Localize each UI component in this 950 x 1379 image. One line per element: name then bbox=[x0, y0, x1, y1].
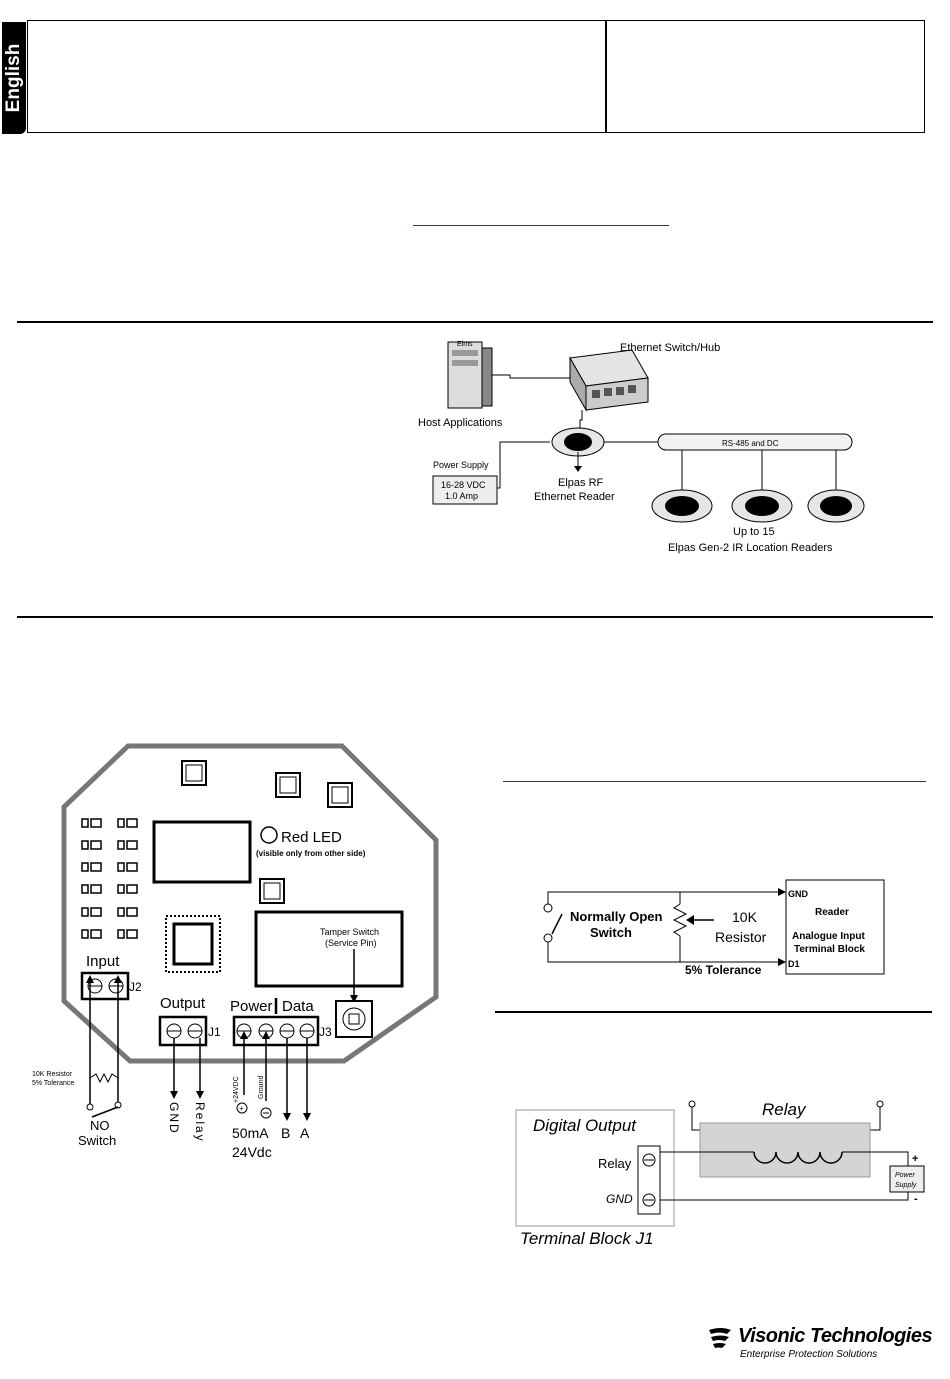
b-label: B bbox=[281, 1125, 290, 1141]
location-reader-1 bbox=[651, 489, 713, 523]
board-diagram: Red LED (visible only from other side) T… bbox=[32, 743, 439, 1160]
terminal-block-label: Terminal Block J1 bbox=[520, 1229, 654, 1248]
switch-icon bbox=[569, 349, 649, 412]
digital-output-diagram: Digital Output Relay GND Terminal Block … bbox=[515, 1100, 925, 1248]
red-led-icon bbox=[260, 826, 278, 844]
tamper-label-1: Tamper Switch bbox=[320, 927, 379, 937]
server-label: Elms bbox=[457, 341, 473, 348]
readers-count: Up to 15 bbox=[733, 526, 775, 538]
current-label: 50mA bbox=[232, 1125, 269, 1141]
red-led-note: (visible only from other side) bbox=[256, 849, 366, 858]
relay-terminal-label: Relay bbox=[598, 1156, 632, 1171]
ground-label: Ground bbox=[258, 1076, 265, 1099]
no-switch-label-2: Switch bbox=[590, 925, 632, 940]
plus-label: + bbox=[912, 1153, 918, 1165]
ethernet-reader-line2: Ethernet Reader bbox=[534, 491, 615, 503]
digital-output-title: Digital Output bbox=[533, 1116, 637, 1135]
link-underline[interactable] bbox=[413, 225, 669, 226]
network-diagram: Elms Host Applications Ethernet Switch/H… bbox=[418, 341, 865, 554]
component-array bbox=[81, 818, 138, 939]
plus24-label: +24VDC bbox=[233, 1076, 240, 1103]
header-box bbox=[27, 20, 925, 133]
ethernet-reader-line1: Elpas RF bbox=[558, 477, 604, 489]
data-label: Data bbox=[282, 998, 314, 1015]
relay-body bbox=[699, 1122, 871, 1178]
ps-label-2: Supply bbox=[895, 1182, 917, 1189]
svg-text:+: + bbox=[239, 1104, 244, 1113]
section-rule-digital bbox=[495, 1011, 932, 1013]
section-rule-analog bbox=[503, 781, 926, 782]
section-rule-middle bbox=[17, 616, 933, 618]
analog-block-line1: Analogue Input bbox=[792, 931, 865, 942]
server-icon bbox=[447, 341, 493, 409]
no-label: NO bbox=[90, 1118, 110, 1133]
output-label: Output bbox=[160, 995, 206, 1012]
switch-label: Switch bbox=[78, 1133, 116, 1148]
relay-label: Relay bbox=[193, 1102, 207, 1143]
company-name: Visonic Technologies bbox=[738, 1325, 933, 1347]
power-supply-box bbox=[889, 1165, 925, 1193]
j3-label: J3 bbox=[319, 1025, 332, 1039]
resistor-word: Resistor bbox=[715, 929, 767, 945]
gnd-terminal: GND bbox=[788, 889, 809, 899]
reader-block bbox=[785, 879, 885, 975]
section-rule-top bbox=[17, 321, 933, 323]
minus-label: - bbox=[914, 1193, 918, 1205]
language-tab-label: English bbox=[3, 43, 24, 113]
reader-label: Reader bbox=[815, 907, 849, 918]
plus-icon bbox=[236, 1102, 248, 1114]
header-divider bbox=[605, 20, 607, 133]
input-label: Input bbox=[86, 953, 120, 970]
language-tab: English bbox=[2, 22, 26, 134]
visonic-logo-icon bbox=[709, 1328, 731, 1348]
voltage-label: 24Vdc bbox=[232, 1144, 272, 1160]
resistor-label-1: 10K Resistor bbox=[32, 1071, 73, 1078]
gnd-label: GND bbox=[167, 1102, 181, 1135]
gnd-terminal-label: GND bbox=[606, 1192, 633, 1206]
power-label: Power bbox=[230, 998, 273, 1015]
rs485-bus bbox=[657, 433, 853, 451]
a-label: A bbox=[300, 1125, 310, 1141]
switch-label: Ethernet Switch/Hub bbox=[620, 342, 720, 354]
ps-label-1: Power bbox=[895, 1172, 916, 1179]
analog-input-diagram: Normally Open Switch 10K Resistor 5% Tol… bbox=[543, 879, 885, 977]
readers-type: Elpas Gen-2 IR Location Readers bbox=[668, 542, 833, 554]
location-reader-2 bbox=[731, 489, 793, 523]
j2-label: J2 bbox=[129, 980, 142, 994]
power-supply-title: Power Supply bbox=[433, 460, 489, 470]
power-supply-volts: 16-28 VDC bbox=[441, 480, 486, 490]
location-reader-3 bbox=[807, 489, 865, 523]
j1-label: J1 bbox=[208, 1025, 221, 1039]
host-label: Host Applications bbox=[418, 417, 503, 429]
relay-title: Relay bbox=[762, 1100, 807, 1119]
company-tagline: Enterprise Protection Solutions bbox=[740, 1349, 878, 1360]
tolerance-label: 5% Tolerance bbox=[685, 963, 762, 977]
d1-terminal: D1 bbox=[788, 959, 800, 969]
bus-label: RS-485 and DC bbox=[722, 439, 779, 448]
resistor-value: 10K bbox=[732, 909, 758, 925]
resistor-label-2: 5% Tolerance bbox=[32, 1080, 74, 1087]
power-supply-amps: 1.0 Amp bbox=[445, 491, 478, 501]
analog-block-line2: Terminal Block bbox=[794, 944, 865, 955]
power-supply-box bbox=[432, 475, 498, 505]
no-switch-label-1: Normally Open bbox=[570, 909, 663, 924]
tamper-label-2: (Service Pin) bbox=[325, 938, 377, 948]
red-led-label: Red LED bbox=[281, 829, 342, 846]
